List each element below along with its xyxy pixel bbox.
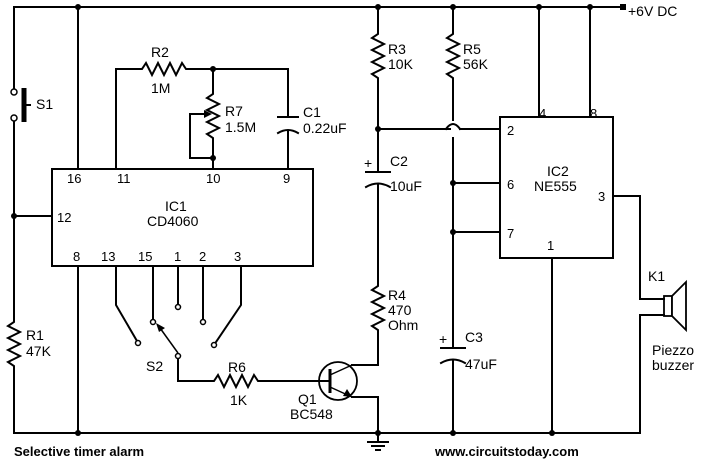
ic1-pin-15: 15 (138, 249, 152, 264)
r6-value: 1K (230, 392, 248, 408)
oscillator-wiring (115, 68, 289, 170)
c2-ref: C2 (390, 153, 408, 169)
r4-value: 470 (388, 302, 412, 318)
ic1-pin-10: 10 (206, 171, 220, 186)
ic2-pin-7: 7 (507, 226, 514, 241)
ic2-pin-4: 4 (539, 106, 546, 121)
r1-value: 47K (26, 343, 52, 359)
s1-pushbutton (10, 88, 31, 122)
ic2-name: IC2 (547, 163, 569, 179)
r2-value: 1M (151, 80, 170, 96)
r3-ref: R3 (388, 41, 406, 57)
r4-value-unit: Ohm (388, 317, 418, 333)
ic1-part: CD4060 (147, 213, 199, 229)
ic2-part: NE555 (534, 178, 577, 194)
c3-value: 47uF (465, 356, 497, 372)
c2-polarity: + (364, 155, 372, 171)
ic1-body (51, 168, 314, 267)
k1-value-2: buzzer (652, 357, 694, 373)
ic2-pin-3: 3 (598, 189, 605, 204)
r7-value: 1.5M (225, 119, 256, 135)
r3-resistor (369, 29, 387, 83)
ic1-pin-8: 8 (73, 249, 80, 264)
ic1-pin-3: 3 (234, 249, 241, 264)
r2-resistor (137, 60, 191, 78)
s1-label: S1 (36, 96, 53, 112)
c2-value: 10uF (390, 178, 422, 194)
c3-polarity: + (439, 331, 447, 347)
r4-resistor (369, 281, 387, 335)
ic2-pin-2: 2 (507, 123, 514, 138)
ic1-pin-16: 16 (67, 171, 81, 186)
ic1-pin-12: 12 (57, 210, 71, 225)
ic1-name: IC1 (165, 198, 187, 214)
diagram-title: Selective timer alarm (14, 444, 144, 459)
supply-label: +6V DC (628, 3, 677, 19)
r1-ref: R1 (26, 327, 44, 343)
q1-transistor (317, 361, 379, 434)
ic1-pin-2: 2 (199, 249, 206, 264)
q1-value: BC548 (290, 406, 333, 422)
q1-ref: Q1 (298, 391, 317, 407)
r6-ref: R6 (228, 359, 246, 375)
ic1-pin-13: 13 (101, 249, 115, 264)
s2-label: S2 (146, 358, 163, 374)
ic2-body (499, 116, 614, 259)
ic1-pin-1: 1 (174, 249, 181, 264)
ground-rail (13, 257, 641, 451)
r5-resistor (444, 29, 462, 83)
r2-ref: R2 (151, 44, 169, 60)
r5-value: 56K (463, 56, 489, 72)
k1-buzzer (639, 279, 687, 333)
k1-value: Piezzo (652, 342, 694, 358)
ic2-pin-8: 8 (590, 106, 597, 121)
ic1-pin-9: 9 (283, 171, 290, 186)
c3-ref: C3 (465, 329, 483, 345)
s2-rotary-switch (115, 265, 242, 382)
ic1-pin-11: 11 (117, 171, 131, 186)
c1-ref: C1 (303, 104, 321, 120)
c1-capacitor (276, 116, 300, 135)
c1-value: 0.22uF (303, 120, 347, 136)
r1-resistor (5, 317, 23, 371)
r7-potentiometer (189, 89, 222, 159)
r5-ref: R5 (463, 41, 481, 57)
r3-value: 10K (388, 56, 414, 72)
r7-ref: R7 (225, 103, 243, 119)
k1-ref: K1 (648, 268, 665, 284)
ic2-output-wire (612, 195, 641, 300)
website-credit: www.circuitstoday.com (434, 444, 579, 459)
ic2-pin-6: 6 (507, 177, 514, 192)
r6-resistor (209, 372, 263, 390)
ic2-pin-1: 1 (547, 238, 554, 253)
r4-ref: R4 (388, 287, 406, 303)
